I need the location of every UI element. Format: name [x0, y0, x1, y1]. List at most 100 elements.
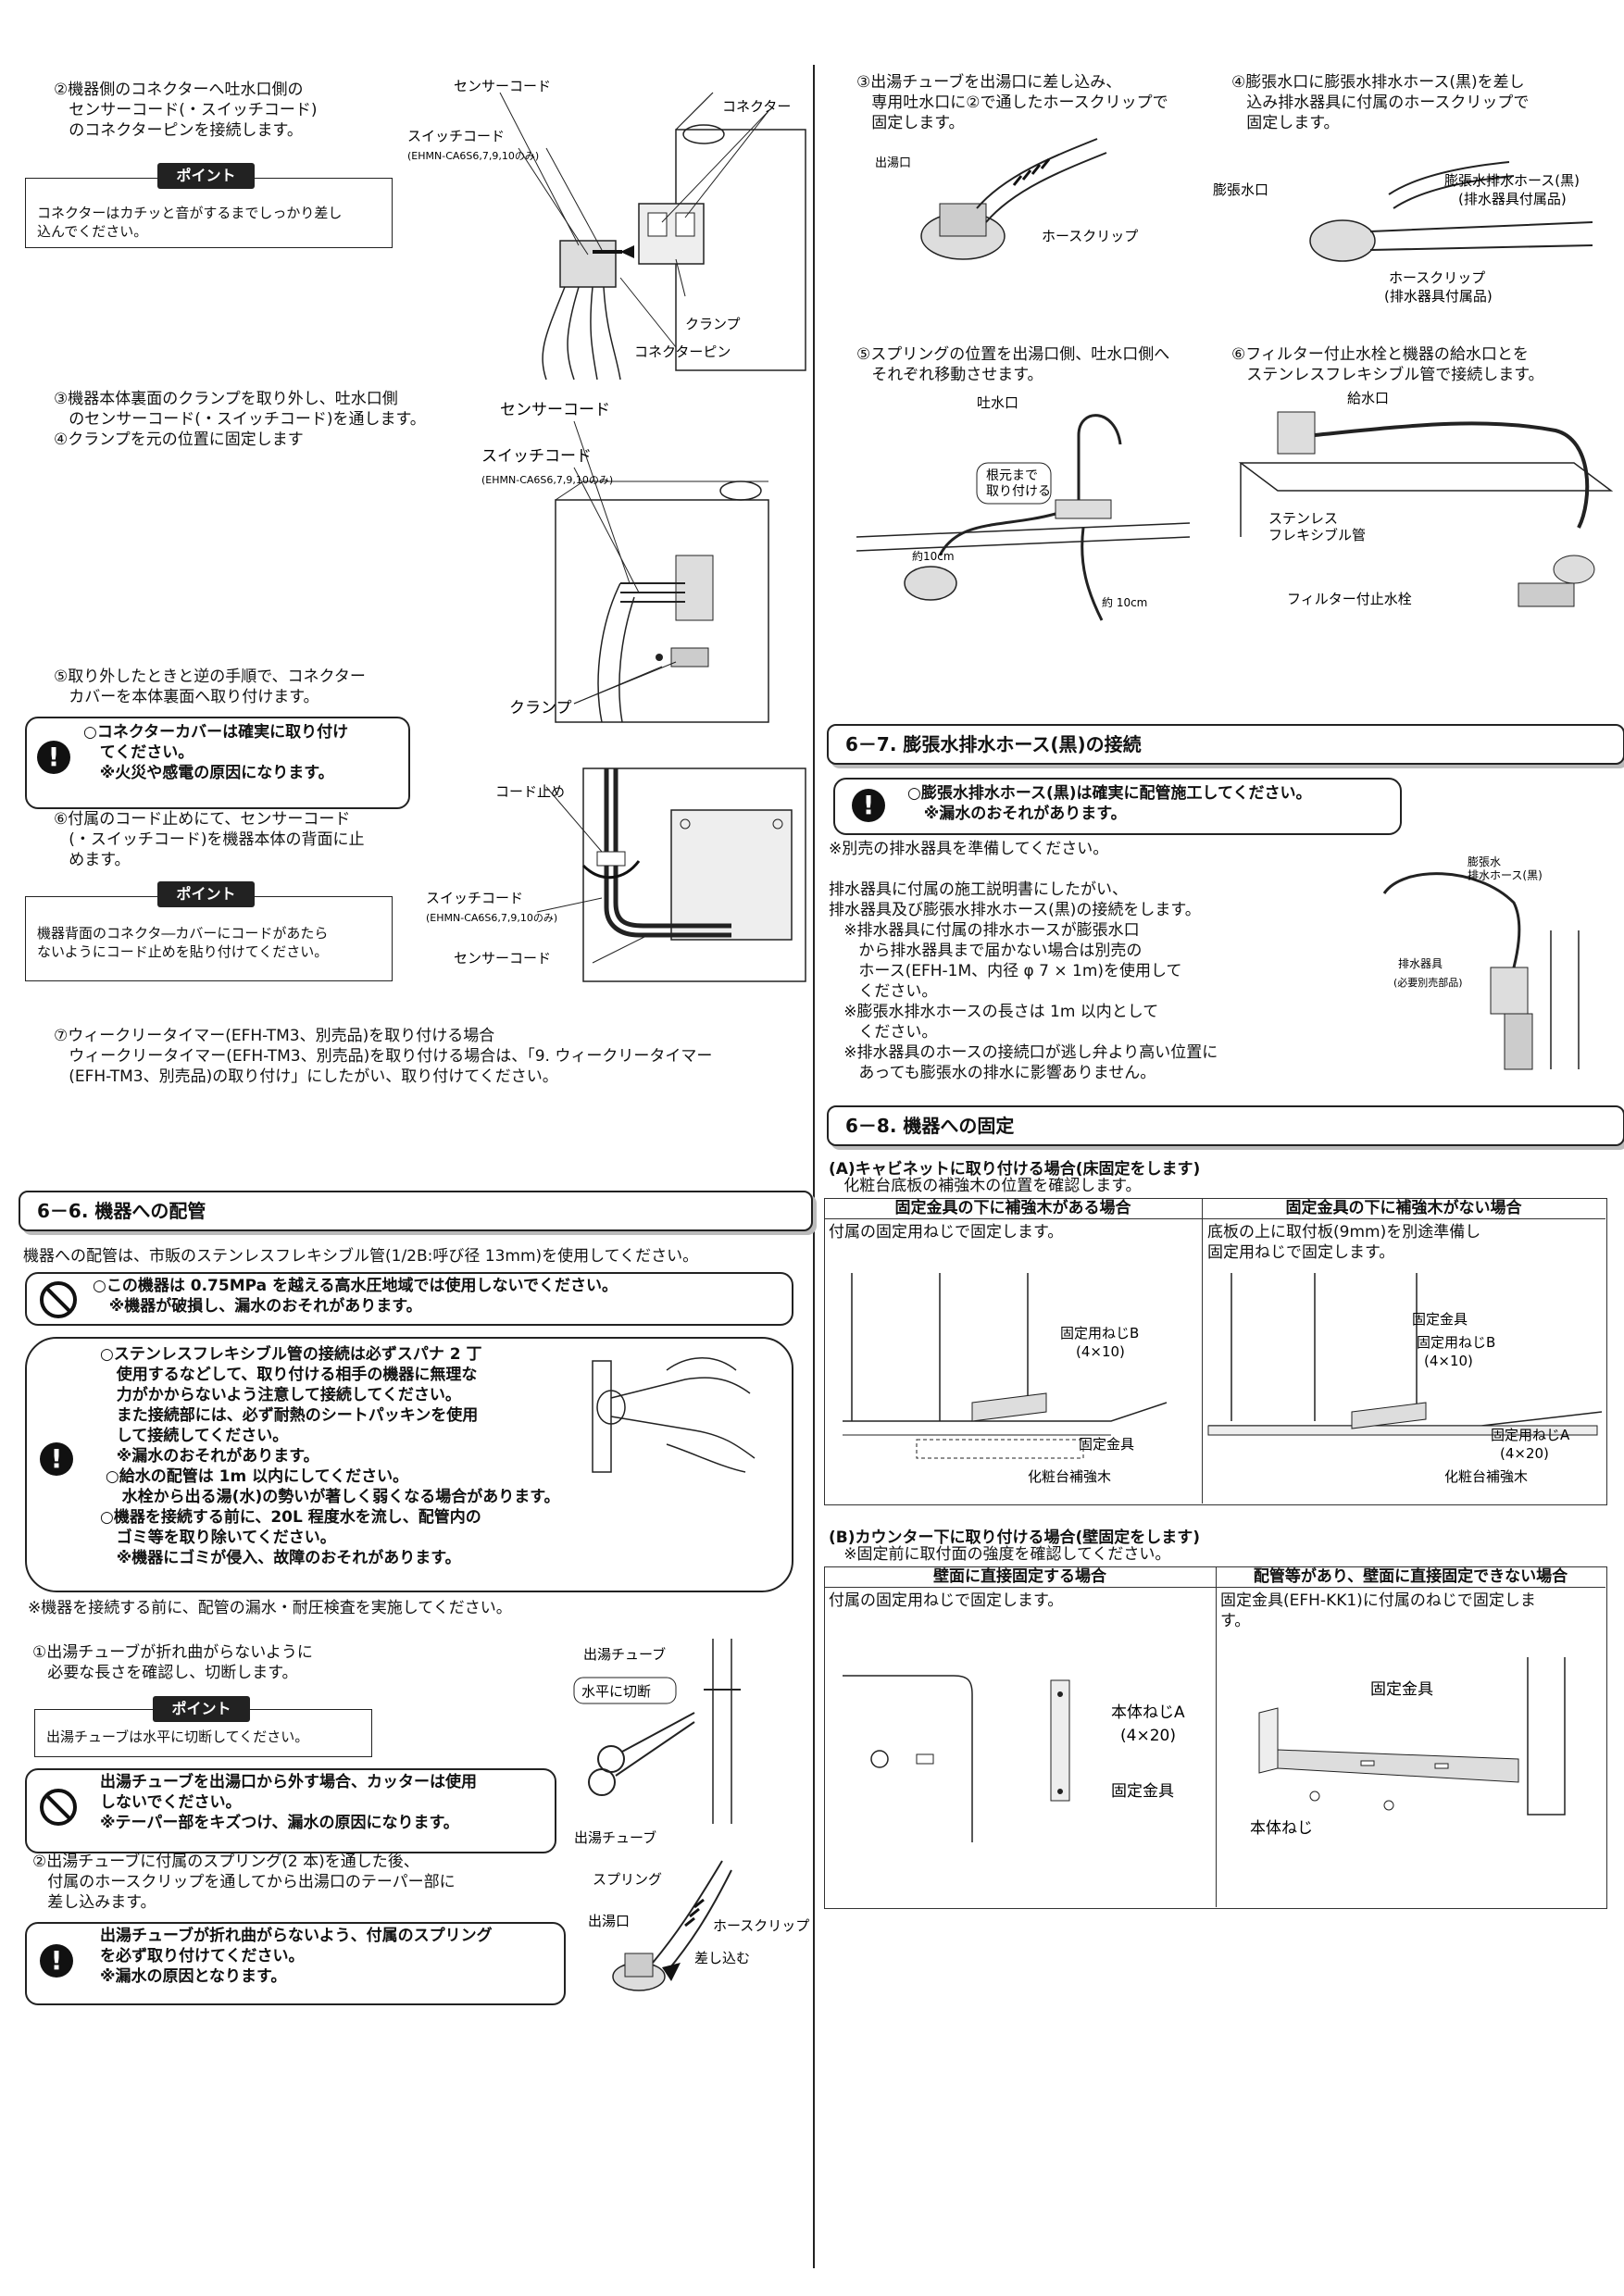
fig4-tube: 出湯チューブ: [583, 1646, 666, 1663]
a-fig1-wood: 化粧台補強木: [1028, 1468, 1111, 1485]
fig6-outlet: 出湯口: [875, 156, 911, 170]
fig7-clip: ホースクリップ: [1389, 269, 1485, 286]
b-fig1-bracket: 固定金具: [1111, 1782, 1174, 1801]
fig9-inlet: 給水口: [1347, 390, 1389, 406]
fig1-switch-code: スイッチコード: [407, 128, 505, 144]
a-fig1-screw-b: 固定用ねじB: [1060, 1325, 1139, 1341]
warning-box-3: [25, 1922, 566, 2005]
b-col2-text: 固定金具(EFH-KK1)に付属のねじで固定しま す。: [1220, 1591, 1536, 1630]
clamp-figure: センサーコード スイッチコード (EHMN-CA6S6,7,9,10のみ) クラ…: [481, 401, 769, 723]
prohibit-text-2: 出湯チューブを出湯口から外す場合、カッターは使用 しないでください。 ※テーパー…: [100, 1773, 477, 1832]
point-text-1: コネクターはカチッと音がするまでしっかり差し 込んでください。: [37, 205, 343, 240]
fig2-switch-code: スイッチコード: [481, 447, 592, 466]
prohibit-icon: [40, 1281, 77, 1318]
tube-cut-figure: 出湯チューブ 水平に切断: [573, 1639, 741, 1824]
b-col1-head: 壁面に直接固定する場合: [824, 1566, 1216, 1588]
fig7-hose-note: (排水器具付属品): [1458, 191, 1567, 207]
caution-icon: !: [852, 789, 885, 822]
floor-fix-figure-2: 固定金具 固定用ねじB (4×10) 固定用ねじA (4×20) 化粧台補強木: [1207, 1273, 1603, 1485]
filter-valve-figure: 給水口 ステンレスフレキシブル管 フィルター付止水栓: [1238, 390, 1614, 607]
fig2-sensor-code: センサーコード: [500, 401, 610, 419]
a-fig2-wood: 化粧台補強木: [1444, 1468, 1528, 1485]
b-fig2-screw: 本体ねじ: [1250, 1819, 1313, 1838]
table-b-divider: [1216, 1566, 1217, 1907]
fig3-switch-code: スイッチコード: [426, 890, 523, 906]
fig7-exp-port: 膨張水口: [1213, 181, 1268, 198]
fig10-hose: 膨張水排水ホース(黒): [1468, 855, 1543, 881]
section-6-8-title: 6－8. 機器への固定: [827, 1105, 1624, 1146]
a-col2-head: 固定金具の下に補強木がない場合: [1202, 1198, 1605, 1219]
warning-box-1: [25, 717, 410, 809]
a-title: (A)キャビネットに取り付ける場合(床固定をします): [829, 1160, 1201, 1179]
prohibit-box-1: [25, 1272, 793, 1326]
wall-fix-figure-1: 本体ねじA (4×20) 固定金具: [843, 1675, 1185, 1842]
fig8-root: 根元まで取り付ける: [986, 468, 1051, 499]
spring-position-figure: 吐水口 根元まで取り付ける 約10cm 約 10cm: [856, 394, 1191, 621]
a-fig1-size-b: (4×10): [1076, 1343, 1125, 1360]
fig5-spring: スプリング: [593, 1871, 662, 1888]
floor-fix-figure-1: 固定用ねじB (4×10) 固定金具 化粧台補強木: [843, 1273, 1168, 1485]
fig10-device: 排水器具: [1398, 957, 1443, 970]
fig1-sensor-code: センサーコード: [454, 78, 551, 94]
warning-text-1: ○コネクターカバーは確実に取り付け てください。 ※火災や感電の原因になります。: [83, 723, 349, 782]
step2b-text: ②出湯チューブに付属のスプリング(2 本)を通した後、 付属のホースクリップを通…: [32, 1853, 456, 1912]
step7-text: ⑦ウィークリータイマー(EFH-TM3、別売品)を取り付ける場合 ウィークリータ…: [54, 1027, 713, 1086]
step2-title: ②機器側のコネクターへ吐水口側の センサーコード(・スイッチコード) のコネクタ…: [54, 81, 318, 140]
point-label-1: ポイント: [157, 163, 255, 189]
leak-test-note: ※機器を接続する前に、配管の漏水・耐圧検査を実施してください。: [28, 1599, 512, 1617]
point-label-2: ポイント: [157, 881, 255, 907]
point-label-3: ポイント: [153, 1696, 250, 1722]
b-title: (B)カウンター下に取り付ける場合(壁固定をします): [829, 1529, 1201, 1547]
b-col2-head: 配管等があり、壁面に直接固定できない場合: [1216, 1566, 1605, 1588]
fig5-outlet: 出湯口: [588, 1913, 630, 1929]
fig5-tube: 出湯チューブ: [574, 1829, 656, 1846]
b-fig1-screw: 本体ねじA: [1111, 1703, 1185, 1722]
fig1-model: (EHMN-CA6S6,7,9,10のみ): [407, 150, 539, 162]
section-6-6-title: 6－6. 機器への配管: [19, 1191, 813, 1231]
column-divider: [813, 65, 815, 2268]
hose-clip-figure: 出湯口 ホースクリップ: [875, 138, 1138, 260]
b-col1-text: 付属の固定用ねじで固定します。: [829, 1591, 1064, 1610]
prohibit-icon: [40, 1789, 77, 1826]
fig8-spout: 吐水口: [977, 394, 1018, 411]
a-fig2-size-b: (4×10): [1424, 1353, 1473, 1369]
fig9-valve: フィルター付止水栓: [1287, 591, 1412, 607]
b-fig2-bracket: 固定金具: [1370, 1680, 1433, 1699]
expansion-hose-figure: 膨張水口 膨張水排水ホース(黒) (排水器具付属品) ホースクリップ (排水器具…: [1213, 161, 1593, 305]
table-a-divider: [1202, 1198, 1203, 1504]
step6-text: ⑥付属のコード止めにて、センサーコード (・スイッチコード)を機器本体の背面に止…: [54, 810, 365, 869]
step34-text: ③機器本体裏面のクランプを取り外し、吐水口側 のセンサーコード(・スイッチコード…: [54, 390, 426, 449]
table-a: [824, 1198, 1607, 1505]
fig1-clamp: クランプ: [685, 316, 741, 332]
point-text-2: 機器背面のコネクタ―カバーにコードがあたら ないようにコード止めを貼り付けてくだ…: [37, 925, 329, 960]
fig5-clip: ホースクリップ: [713, 1917, 809, 1934]
fig10-device-note: (必要別売部品): [1393, 976, 1463, 989]
a-col2-text: 底板の上に取付板(9mm)を別途準備し 固定用ねじで固定します。: [1207, 1223, 1481, 1262]
wall-fix-figure-2: 固定金具 本体ねじ: [1250, 1657, 1566, 1838]
step1b-text: ①出湯チューブが折れ曲がらないように 必要な長さを確認し、切断します。: [32, 1643, 313, 1682]
fig2-clamp: クランプ: [509, 699, 572, 718]
warning-box-4: [833, 778, 1402, 835]
warning-text-4: ○膨張水排水ホース(黒)は確実に配管施工してください。 ※漏水のおそれがあります…: [907, 784, 1312, 823]
b-fig1-size: (4×20): [1120, 1727, 1176, 1745]
r-step6-text: ⑥フィルター付止水栓と機器の給水口とを ステンレスフレキシブル管で接続します。: [1231, 345, 1544, 384]
code-stop-figure: コード止め スイッチコード (EHMN-CA6S6,7,9,10のみ) センサー…: [426, 767, 806, 982]
caution-icon: !: [37, 741, 70, 774]
a-fig2-size-a: (4×20): [1500, 1445, 1549, 1462]
r-step4-text: ④膨張水口に膨張水排水ホース(黒)を差し 込み排水器具に付属のホースクリップで …: [1231, 73, 1530, 132]
section-6-7-title: 6－7. 膨張水排水ホース(黒)の接続: [827, 724, 1624, 765]
warning-text-3: 出湯チューブが折れ曲がらないよう、付属のスプリング を必ず取り付けてください。 …: [100, 1927, 493, 1986]
fig9-flex: ステンレスフレキシブル管: [1268, 510, 1366, 543]
connector-figure: センサーコード スイッチコード (EHMN-CA6S6,7,9,10のみ) コネ…: [407, 78, 806, 381]
a-col1-text: 付属の固定用ねじで固定します。: [829, 1223, 1064, 1242]
warning-text-2: ○ステンレスフレキシブル管の接続は必ずスパナ 2 丁 使用するなどして、取り付け…: [100, 1345, 560, 1567]
fig3-sensor-code: センサーコード: [454, 950, 551, 967]
a-col1-head: 固定金具の下に補強木がある場合: [824, 1198, 1202, 1219]
b-sub: ※固定前に取付面の強度を確認してください。: [829, 1545, 1171, 1564]
drain-text: 排水器具に付属の施工説明書にしたがい、 排水器具及び膨張水排水ホース(黒)の接続…: [829, 880, 1218, 1082]
fig8-len2: 約 10cm: [1102, 595, 1147, 609]
fig8-len1: 約10cm: [912, 549, 955, 563]
fig6-clip: ホースクリップ: [1042, 228, 1138, 244]
a-fig2-screw-b: 固定用ねじB: [1417, 1334, 1495, 1351]
drain-device-figure: 膨張水排水ホース(黒) 排水器具 (必要別売部品): [1382, 855, 1580, 1070]
